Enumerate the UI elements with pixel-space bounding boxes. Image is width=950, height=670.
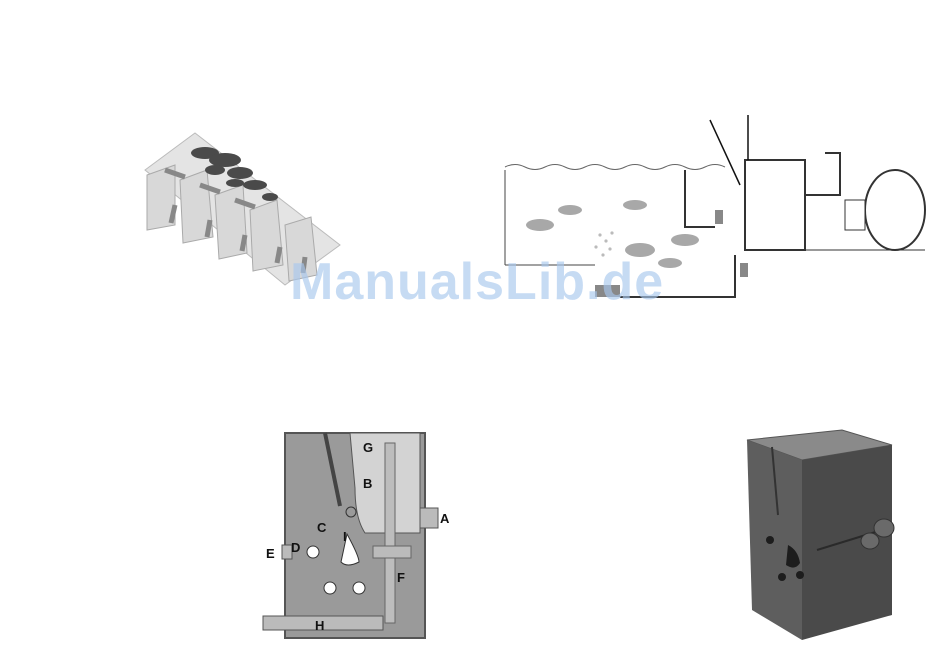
filter-box-photo: [742, 425, 902, 645]
inlet-pipe: [420, 508, 438, 528]
filter-box: [745, 160, 805, 250]
label-f: F: [397, 570, 405, 585]
label-e: E: [266, 546, 275, 561]
label-a: A: [440, 511, 450, 526]
pump-icon: [845, 200, 865, 230]
label-c: C: [317, 520, 327, 535]
sand-filter-tank: [865, 170, 925, 250]
filter-cross-section: A B C D E F G H I: [255, 428, 450, 643]
label-h: H: [315, 618, 324, 633]
label-g: G: [363, 440, 373, 455]
label-i: I: [343, 529, 347, 544]
label-d: D: [291, 540, 300, 555]
watermark: ManualsLib.de: [290, 252, 664, 312]
label-b: B: [363, 476, 372, 491]
